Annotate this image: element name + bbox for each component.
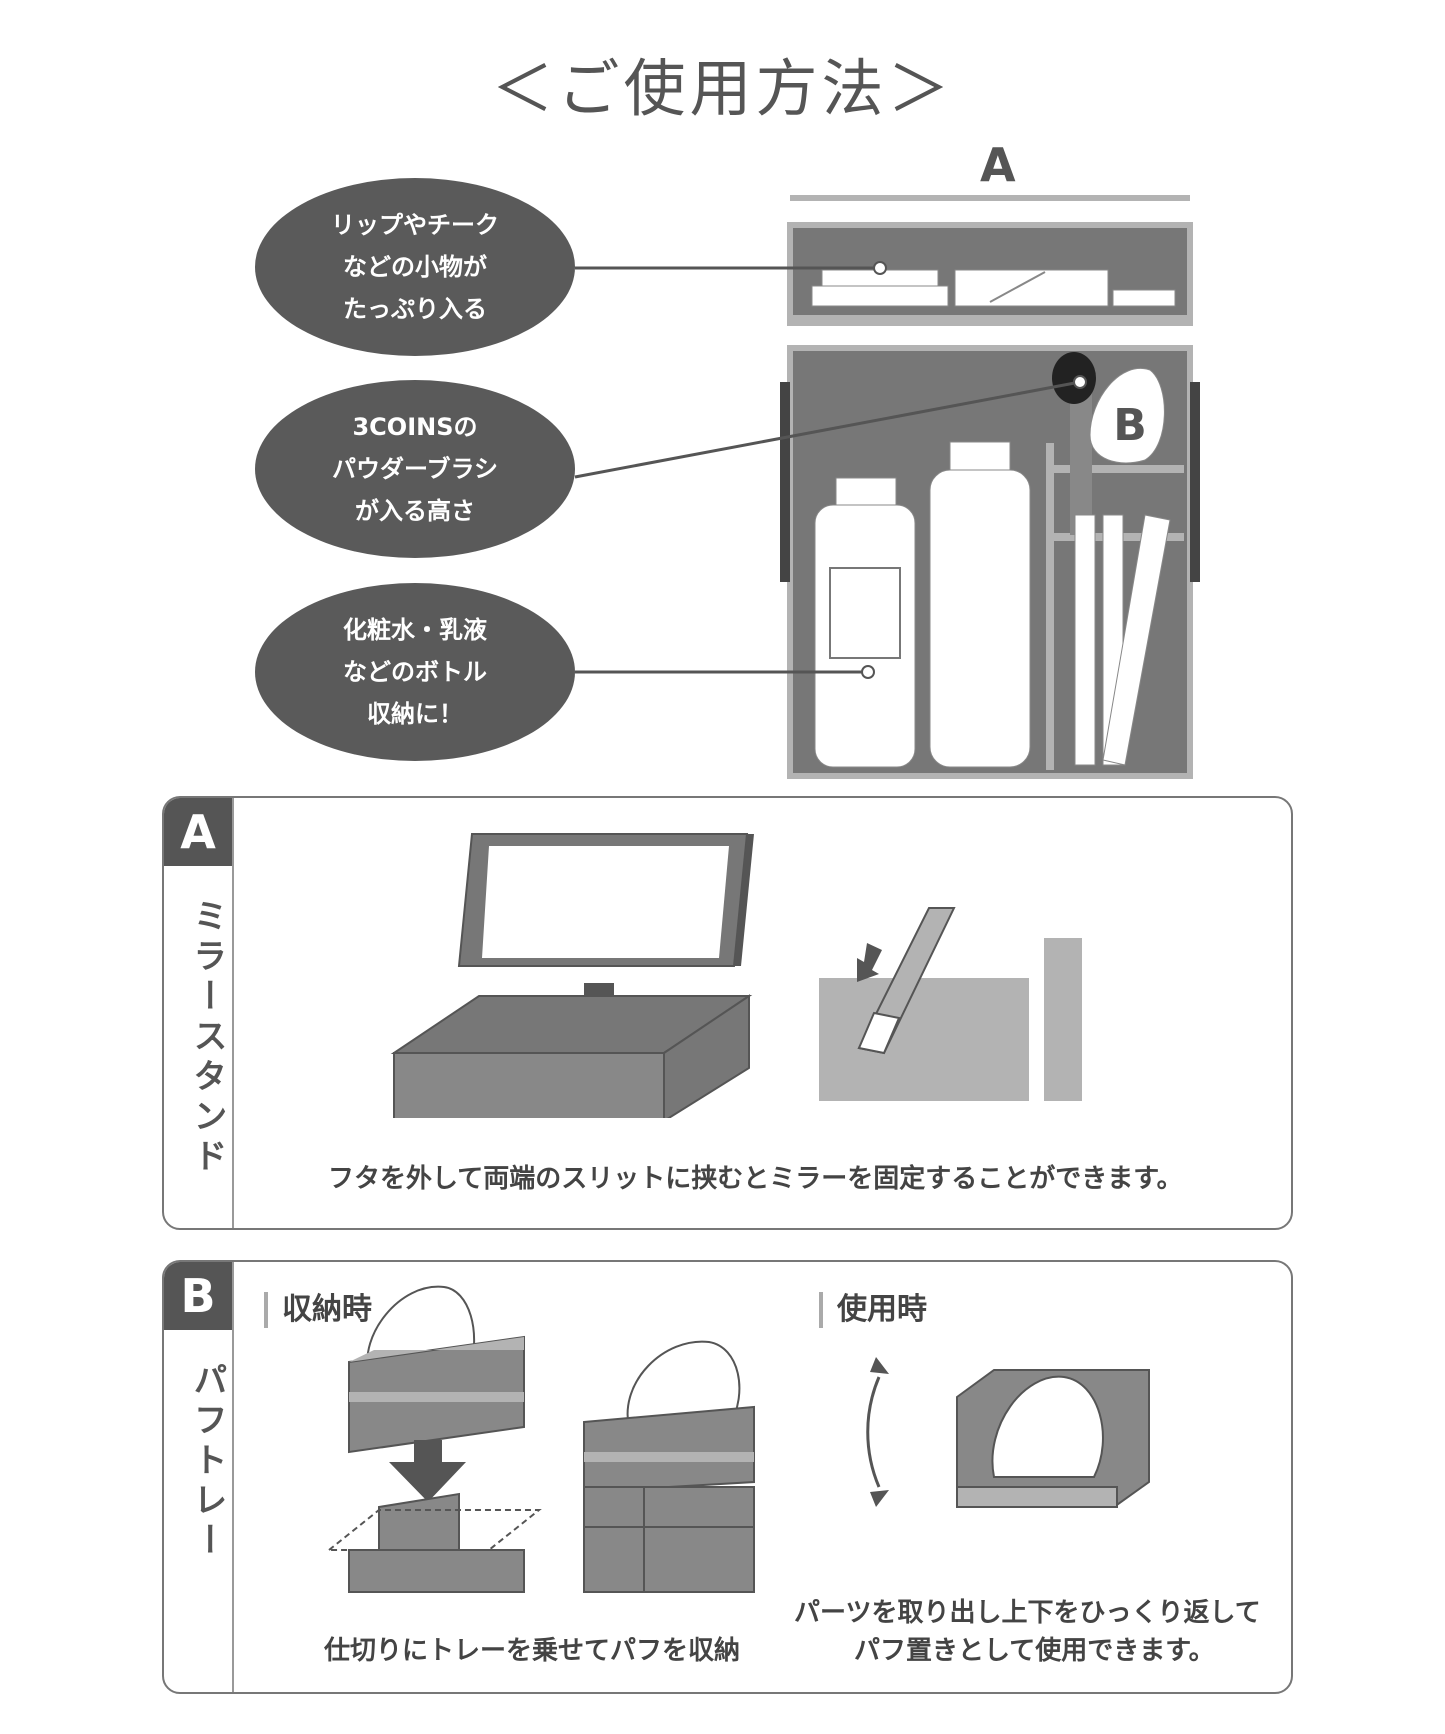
panel-a-caption: フタを外して両端のスリットに挟むとミラーを固定することができます。 bbox=[328, 1164, 1183, 1194]
mirror-stand-illustration bbox=[390, 833, 1082, 1118]
callout-line: が入る高さ bbox=[355, 497, 475, 525]
panel-side bbox=[164, 1262, 234, 1692]
callout-line: 化粧水・乳液 bbox=[343, 616, 487, 644]
callout-line: などの小物が bbox=[343, 253, 487, 281]
callout-line: 収納に！ bbox=[367, 700, 463, 728]
use-caption-line1: パーツを取り出し上下をひっくり返して bbox=[794, 1598, 1261, 1628]
callout-line: 3COINSの bbox=[352, 413, 478, 441]
callout-brush-height: 3COINSの パウダーブラシ が入る高さ bbox=[255, 380, 575, 558]
panel-letter-b: B bbox=[164, 1262, 232, 1330]
callout-line: リップやチーク bbox=[331, 211, 499, 239]
use-caption-line2: パフ置きとして使用できます。 bbox=[854, 1636, 1215, 1666]
main-label-a: A bbox=[980, 138, 1016, 192]
storage-box-illustration: B bbox=[574, 195, 1200, 779]
storage-heading: 収納時 bbox=[264, 1292, 372, 1328]
callout-line: などのボトル bbox=[343, 658, 487, 686]
storage-caption: 仕切りにトレーを乗せてパフを収納 bbox=[324, 1636, 741, 1666]
panel-mirror-stand: A ミラースタンド フタを外して両端のスリットに挟むとミラーを固定することができ… bbox=[162, 796, 1293, 1230]
panel-letter-a: A bbox=[164, 798, 232, 866]
puff-tray-illustration bbox=[326, 1285, 1150, 1593]
panel-side bbox=[164, 798, 234, 1228]
main-label-b: B bbox=[1113, 400, 1147, 451]
callout-bottles: 化粧水・乳液 などのボトル 収納に！ bbox=[255, 583, 575, 761]
use-heading: 使用時 bbox=[819, 1292, 927, 1328]
callout-line: パウダーブラシ bbox=[331, 455, 499, 483]
callout-line: たっぷり入る bbox=[343, 295, 487, 323]
page-title: ＜ご使用方法＞ bbox=[491, 52, 954, 125]
callout-small-items: リップやチーク などの小物が たっぷり入る bbox=[255, 178, 575, 356]
panel-puff-tray: B パフトレー 収納時 使用時 仕切りにトレーを乗せてパフを収納 パーツを取り出… bbox=[162, 1260, 1293, 1694]
panel-a-side-title: ミラースタンド bbox=[187, 898, 227, 1178]
panel-b-side-title: パフトレー bbox=[187, 1362, 227, 1562]
